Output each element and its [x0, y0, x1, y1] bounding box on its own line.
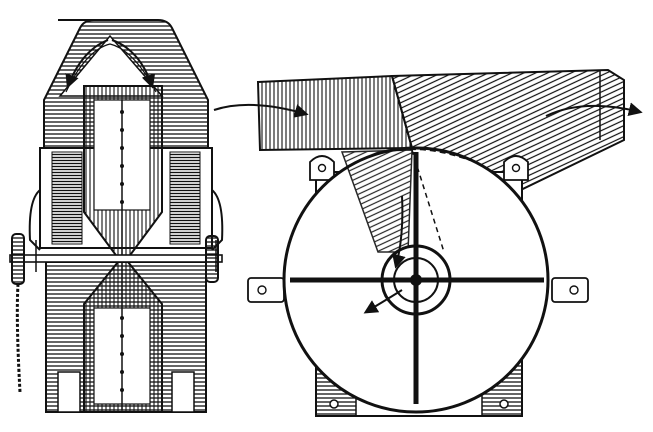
front-elevation-view [9, 19, 224, 413]
front-drive-shaft [9, 254, 223, 263]
front-drive-pulley [11, 233, 25, 285]
side-elevation-view [213, 68, 643, 417]
side-inlet-duct [256, 74, 414, 152]
front-rivet-column [120, 110, 124, 392]
side-hub-center [410, 274, 422, 286]
front-foot-block-left [57, 371, 81, 413]
front-drive-belt [15, 283, 22, 393]
front-flow-arrow-right [111, 39, 156, 89]
front-foot-block-right [171, 371, 195, 413]
front-bracket-left [28, 189, 41, 251]
front-right-hub [205, 235, 219, 283]
side-inlet-arrow [213, 103, 309, 118]
front-central-column [83, 85, 163, 413]
side-inner-arrow-down [392, 195, 406, 269]
side-inner-arrow-out [363, 289, 403, 314]
front-bracket-right [211, 189, 224, 251]
side-outlet-arrow [545, 102, 643, 117]
front-flow-arrow-left [65, 39, 109, 89]
